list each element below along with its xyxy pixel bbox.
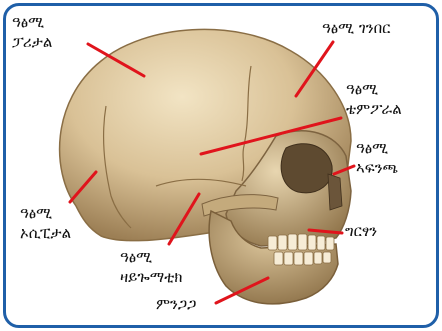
- nasal-aperture: [328, 174, 342, 210]
- label-zygomatic: ዓፅሚ ዛይጐማቲክ: [120, 247, 182, 287]
- orbit-shape: [281, 144, 332, 193]
- label-occipital-line1: ዓፅሚ: [20, 203, 71, 223]
- label-nasal-line1: ዓፅሚ: [356, 138, 398, 158]
- label-parietal-line2: ፓሪታል: [12, 32, 52, 52]
- label-nasal-line2: ኣፍንጫ: [356, 158, 398, 178]
- label-frontal: ዓፅሚ ገንበር: [322, 18, 390, 38]
- label-zygomatic-line1: ዓፅሚ: [120, 247, 182, 267]
- label-maxilla: ግርፃን: [345, 221, 377, 241]
- label-frontal-line1: ዓፅሚ ገንበር: [322, 18, 390, 38]
- label-maxilla-line1: ግርፃን: [345, 221, 377, 241]
- label-parietal-line1: ዓፅሚ: [12, 12, 52, 32]
- label-temporal-line1: ዓፅሚ: [346, 79, 402, 99]
- label-nasal: ዓፅሚ ኣፍንጫ: [356, 138, 398, 178]
- label-parietal: ዓፅሚ ፓሪታል: [12, 12, 52, 52]
- label-mandible: ምንጋጋ: [156, 294, 196, 314]
- label-temporal: ዓፅሚ ቴምፖራል: [346, 79, 402, 119]
- label-occipital-line2: ኦሲፒታል: [20, 223, 71, 243]
- diagram-panel: ዓፅሚ ፓሪታል ዓፅሚ ገንበር ዓፅሚ ቴምፖራል ዓፅሚ ኣፍንጫ ግርፃ…: [3, 3, 439, 328]
- label-occipital: ዓፅሚ ኦሲፒታል: [20, 203, 71, 243]
- label-mandible-line1: ምንጋጋ: [156, 294, 196, 314]
- label-temporal-line2: ቴምፖራል: [346, 99, 402, 119]
- label-zygomatic-line2: ዛይጐማቲክ: [120, 267, 182, 287]
